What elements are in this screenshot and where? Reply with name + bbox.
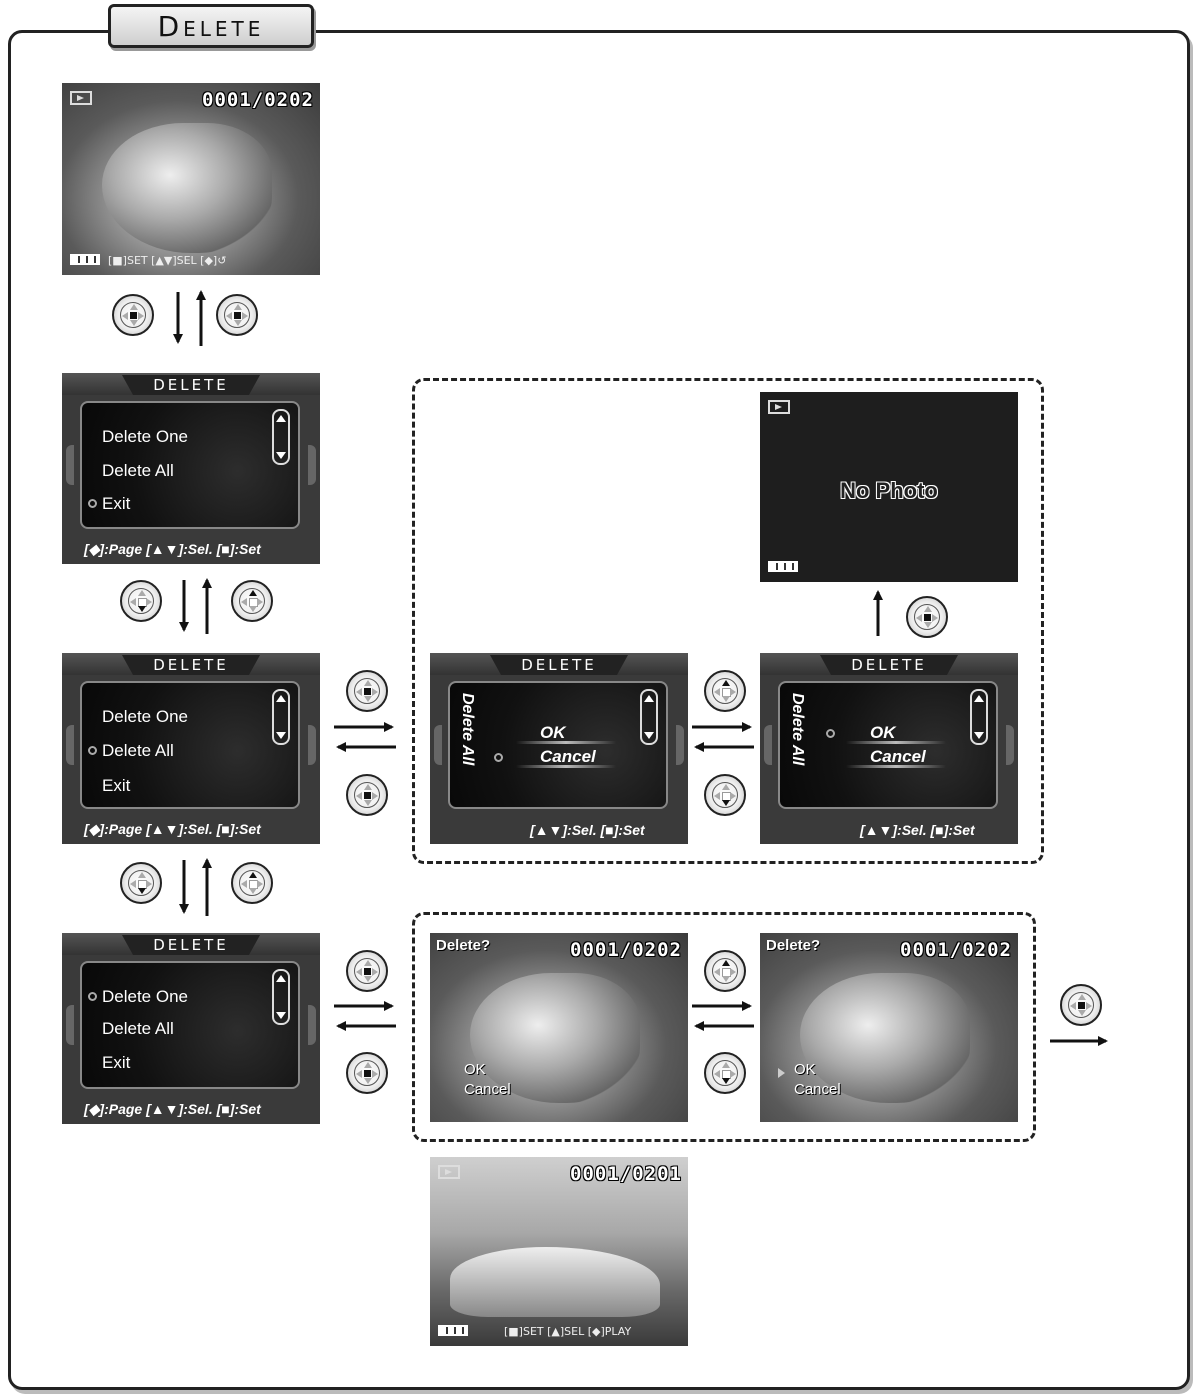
delete-one-cancel-screen: Delete? 0001/0202 OK Cancel bbox=[430, 933, 688, 1122]
scroll-arrows-icon bbox=[640, 689, 658, 745]
battery-icon bbox=[70, 254, 100, 265]
option-cancel[interactable]: Cancel bbox=[464, 1080, 511, 1100]
delete-menu-exit: DELETE Delete One Delete All Exit [◆]:Pa… bbox=[62, 373, 320, 564]
battery-icon bbox=[438, 1325, 468, 1336]
delete-question: Delete? bbox=[436, 937, 490, 954]
selection-radio-icon bbox=[88, 992, 97, 1001]
dpad-up-button-icon bbox=[704, 950, 746, 992]
menu-title: DELETE bbox=[490, 655, 628, 675]
dpad-set-button-icon bbox=[346, 774, 388, 816]
option-ok[interactable]: OK bbox=[540, 723, 566, 743]
menu-item-delete-one[interactable]: Delete One bbox=[102, 707, 188, 727]
menu-footer: [◆]:Page [▲▼]:Sel. [■]:Set bbox=[84, 1101, 261, 1118]
selection-radio-icon bbox=[826, 729, 835, 738]
delete-one-ok-screen: Delete? 0001/0202 OK Cancel bbox=[760, 933, 1018, 1122]
scroll-arrows-icon bbox=[970, 689, 988, 745]
lion-photo bbox=[102, 123, 272, 253]
menu-item-delete-all[interactable]: Delete All bbox=[102, 1019, 174, 1039]
dpad-down-button-icon bbox=[120, 862, 162, 904]
menu-item-exit[interactable]: Exit bbox=[102, 494, 130, 514]
scroll-arrows-icon bbox=[272, 409, 290, 465]
option-cancel[interactable]: Cancel bbox=[870, 747, 926, 767]
option-ok[interactable]: OK bbox=[870, 723, 896, 743]
menu-item-delete-one[interactable]: Delete One bbox=[102, 427, 188, 447]
car-photo bbox=[450, 1247, 660, 1317]
delete-question: Delete? bbox=[766, 937, 820, 954]
ok-cancel-options: OK Cancel bbox=[464, 1060, 511, 1100]
dpad-set-button-icon bbox=[216, 294, 258, 336]
menu-item-exit[interactable]: Exit bbox=[102, 776, 130, 796]
option-cancel[interactable]: Cancel bbox=[540, 747, 596, 767]
confirm-mode-label: Delete All bbox=[458, 693, 476, 765]
playback-hint: [■]SET [▲▼]SEL [◆]↺ bbox=[108, 254, 226, 267]
dpad-down-button-icon bbox=[704, 1052, 746, 1094]
file-counter: 0001/0202 bbox=[900, 939, 1012, 961]
file-counter: 0001/0202 bbox=[202, 89, 314, 111]
menu-item-delete-one[interactable]: Delete One bbox=[102, 987, 188, 1007]
option-cancel[interactable]: Cancel bbox=[794, 1080, 841, 1100]
confirm-cancel-screen: DELETE Delete All OK Cancel [▲▼]:Sel. [■… bbox=[430, 653, 688, 844]
next-photo-screen: 0001/0201 [■]SET [▲]SEL [◆]PLAY bbox=[430, 1157, 688, 1346]
file-counter: 0001/0201 bbox=[570, 1163, 682, 1185]
menu-title: DELETE bbox=[122, 935, 260, 955]
ok-cancel-options: OK Cancel bbox=[794, 1060, 841, 1100]
dpad-up-button-icon bbox=[704, 670, 746, 712]
option-ok[interactable]: OK bbox=[464, 1060, 511, 1080]
dpad-down-button-icon bbox=[704, 774, 746, 816]
dpad-set-button-icon bbox=[346, 670, 388, 712]
confirm-footer: [▲▼]:Sel. [■]:Set bbox=[530, 822, 645, 838]
dpad-up-button-icon bbox=[231, 580, 273, 622]
menu-title: DELETE bbox=[122, 375, 260, 395]
delete-menu-one: DELETE Delete One Delete All Exit [◆]:Pa… bbox=[62, 933, 320, 1124]
dpad-set-button-icon bbox=[346, 1052, 388, 1094]
selection-radio-icon bbox=[88, 746, 97, 755]
scroll-arrows-icon bbox=[272, 969, 290, 1025]
confirm-mode-label: Delete All bbox=[788, 693, 806, 765]
battery-icon bbox=[768, 561, 798, 572]
dpad-up-button-icon bbox=[231, 862, 273, 904]
menu-item-exit[interactable]: Exit bbox=[102, 1053, 130, 1073]
menu-title: DELETE bbox=[820, 655, 958, 675]
playback-hint: [■]SET [▲]SEL [◆]PLAY bbox=[504, 1325, 631, 1338]
dpad-set-button-icon bbox=[112, 294, 154, 336]
dpad-set-button-icon bbox=[1060, 984, 1102, 1026]
menu-item-delete-all[interactable]: Delete All bbox=[102, 461, 174, 481]
menu-footer: [◆]:Page [▲▼]:Sel. [■]:Set bbox=[84, 821, 261, 838]
menu-footer: [◆]:Page [▲▼]:Sel. [■]:Set bbox=[84, 541, 261, 558]
no-photo-screen: No Photo bbox=[760, 392, 1018, 582]
playback-icon bbox=[70, 91, 92, 105]
option-ok[interactable]: OK bbox=[794, 1060, 841, 1080]
no-photo-message: No Photo bbox=[760, 478, 1018, 504]
file-counter: 0001/0202 bbox=[570, 939, 682, 961]
playback-screen: 0001/0202 [■]SET [▲▼]SEL [◆]↺ bbox=[62, 83, 320, 275]
section-title: Delete bbox=[108, 4, 314, 48]
playback-icon bbox=[438, 1165, 460, 1179]
dpad-down-button-icon bbox=[120, 580, 162, 622]
confirm-ok-screen: DELETE Delete All OK Cancel [▲▼]:Sel. [■… bbox=[760, 653, 1018, 844]
menu-title: DELETE bbox=[122, 655, 260, 675]
confirm-footer: [▲▼]:Sel. [■]:Set bbox=[860, 822, 975, 838]
scroll-arrows-icon bbox=[272, 689, 290, 745]
dpad-set-button-icon bbox=[346, 950, 388, 992]
selection-radio-icon bbox=[494, 753, 503, 762]
menu-item-delete-all[interactable]: Delete All bbox=[102, 741, 174, 761]
selection-arrow-icon bbox=[778, 1068, 785, 1078]
dpad-set-button-icon bbox=[906, 596, 948, 638]
delete-menu-all: DELETE Delete One Delete All Exit [◆]:Pa… bbox=[62, 653, 320, 844]
playback-icon bbox=[768, 400, 790, 414]
selection-radio-icon bbox=[88, 499, 97, 508]
